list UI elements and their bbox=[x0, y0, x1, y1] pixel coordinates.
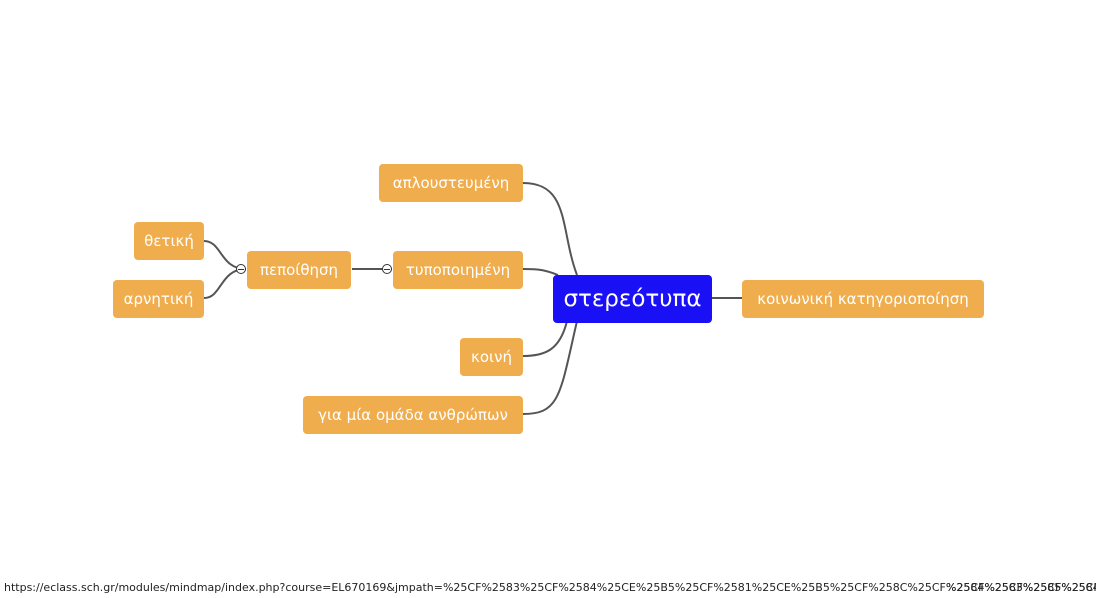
node-positive[interactable]: θετική bbox=[134, 222, 204, 260]
collapse-toggle-icon[interactable] bbox=[382, 264, 392, 274]
node-belief-label: πεποίθηση bbox=[259, 261, 339, 279]
node-social[interactable]: κοινωνική κατηγοριοποίηση bbox=[742, 280, 984, 318]
edge-root-simplified bbox=[522, 182, 578, 276]
node-typified[interactable]: τυποποιημένη bbox=[393, 251, 523, 289]
node-negative-label: αρνητική bbox=[123, 290, 194, 308]
node-group[interactable]: για μία ομάδα ανθρώπων bbox=[303, 396, 523, 434]
node-common-label: κοινή bbox=[471, 348, 512, 366]
node-belief[interactable]: πεποίθηση bbox=[247, 251, 351, 289]
node-root-label: στερεότυπα bbox=[563, 286, 702, 312]
node-typified-label: τυποποιημένη bbox=[405, 261, 511, 279]
node-simplified[interactable]: απλουστευμένη bbox=[379, 164, 523, 202]
node-common[interactable]: κοινή bbox=[460, 338, 523, 376]
node-root[interactable]: στερεότυπα bbox=[553, 275, 712, 323]
edge-root-group bbox=[522, 320, 578, 415]
status-bar-url-overlay: %25CF%2583%25CF%2584%25CE%25B5%25CF%2581… bbox=[946, 581, 1096, 594]
edge-root-common bbox=[522, 320, 568, 357]
collapse-toggle-icon[interactable] bbox=[236, 264, 246, 274]
node-negative[interactable]: αρνητική bbox=[113, 280, 204, 318]
node-group-label: για μία ομάδα ανθρώπων bbox=[318, 406, 508, 424]
edge-root-typified bbox=[522, 268, 559, 276]
node-simplified-label: απλουστευμένη bbox=[392, 174, 510, 192]
node-social-label: κοινωνική κατηγοριοποίηση bbox=[757, 290, 969, 308]
status-bar-url: https://eclass.sch.gr/modules/mindmap/in… bbox=[4, 581, 1096, 594]
node-positive-label: θετική bbox=[144, 232, 194, 250]
